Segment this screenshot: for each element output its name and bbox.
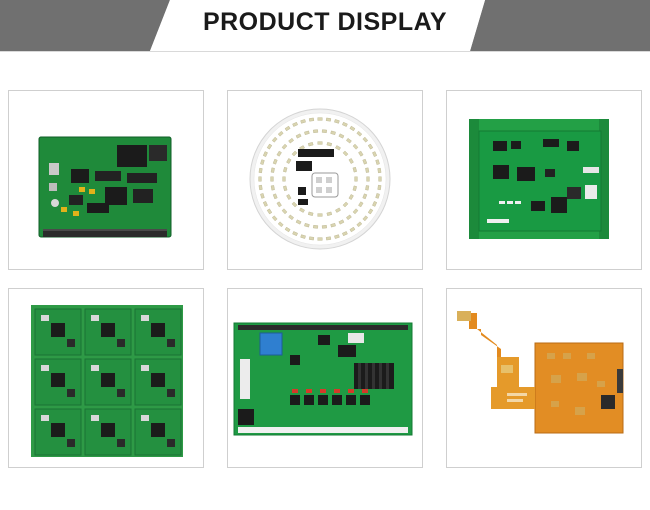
small-green-pcb-image bbox=[469, 119, 609, 239]
product-tile-5[interactable] bbox=[227, 288, 423, 468]
product-display-banner: PRODUCT DISPLAY bbox=[0, 0, 650, 52]
control-board-image bbox=[233, 322, 413, 436]
product-tile-3[interactable] bbox=[446, 90, 642, 270]
banner-title: PRODUCT DISPLAY bbox=[202, 8, 448, 36]
banner-background bbox=[0, 0, 650, 52]
product-tile-6[interactable] bbox=[446, 288, 642, 468]
product-tile-1[interactable] bbox=[8, 90, 204, 270]
round-led-board-image bbox=[249, 108, 391, 250]
panelized-pcb-image bbox=[31, 305, 183, 457]
flex-pcb-image bbox=[457, 311, 624, 434]
product-tile-2[interactable] bbox=[227, 90, 423, 270]
product-tile-4[interactable] bbox=[8, 288, 204, 468]
green-pcb-image bbox=[38, 136, 172, 238]
